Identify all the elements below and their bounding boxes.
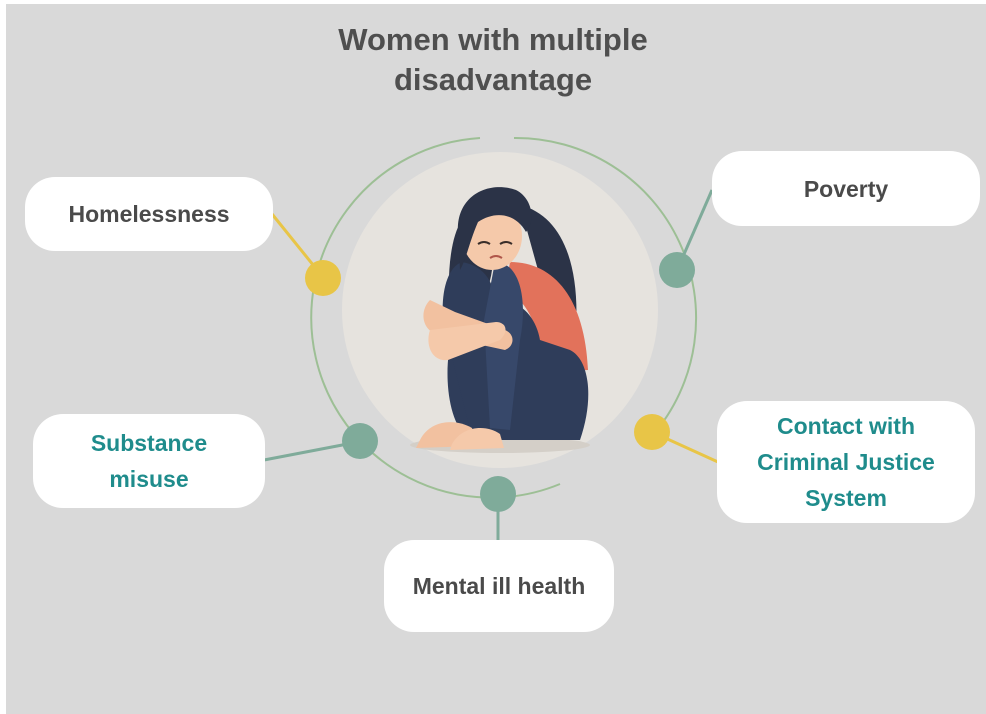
label-mental-ill-health-text: Mental ill health bbox=[412, 573, 586, 599]
label-substance-misuse: Substance misuse bbox=[33, 414, 265, 508]
label-poverty: Poverty bbox=[712, 151, 980, 226]
title-line-1: Women with multiple bbox=[338, 22, 648, 57]
label-criminal-justice: Contact with Criminal Justice System bbox=[717, 401, 975, 523]
node-homelessness bbox=[305, 260, 341, 296]
label-substance-line-2: misuse bbox=[109, 466, 189, 492]
node-substance-misuse bbox=[342, 423, 378, 459]
label-poverty-text: Poverty bbox=[803, 175, 889, 202]
label-criminal-justice-line-1: Contact with bbox=[777, 413, 915, 439]
connector-substance bbox=[263, 440, 359, 462]
label-criminal-justice-line-2: Criminal Justice bbox=[757, 449, 935, 475]
outer-ring-left-arc bbox=[310, 137, 561, 499]
node-poverty bbox=[659, 252, 695, 288]
node-mental-ill-health bbox=[480, 476, 516, 512]
node-criminal-justice bbox=[634, 414, 670, 450]
label-homelessness-text: Homelessness bbox=[68, 201, 230, 227]
label-criminal-justice-line-3: System bbox=[805, 485, 887, 511]
diagram-title: Women with multiple disadvantage bbox=[243, 20, 743, 100]
sad-woman-illustration-icon bbox=[410, 187, 590, 453]
title-line-2: disadvantage bbox=[393, 62, 593, 97]
label-mental-ill-health: Mental ill health bbox=[384, 540, 614, 632]
label-substance-line-1: Substance bbox=[90, 430, 208, 456]
label-homelessness: Homelessness bbox=[25, 177, 273, 251]
outer-ring-right-arc bbox=[513, 136, 698, 437]
